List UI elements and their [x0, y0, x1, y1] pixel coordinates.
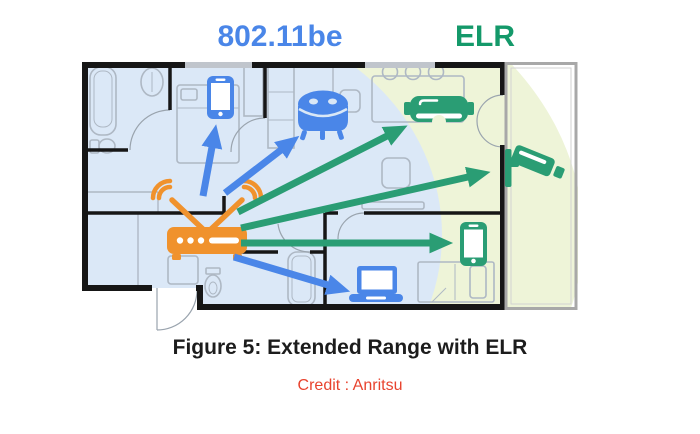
robot-vacuum-icon [298, 90, 348, 141]
arrow-to-security-camera [240, 166, 491, 232]
smartphone-icon-standard [207, 76, 234, 119]
arrows-standard [199, 124, 351, 295]
credit-line: Credit : Anritsu [297, 377, 403, 394]
extended-technology-title: ELR [455, 20, 515, 53]
figure-caption: Figure 5: Extended Range with ELR [172, 336, 528, 359]
wifi-router-icon [150, 178, 264, 260]
laptop-icon [349, 266, 403, 302]
arrow-to-robot-vacuum [222, 135, 300, 196]
arrows-extended [236, 125, 491, 254]
vr-headset-icon [404, 96, 474, 129]
arrow-to-vr-headset [236, 125, 408, 216]
smartphone-icon-extended [460, 222, 487, 266]
security-camera-icon [505, 145, 565, 187]
standard-technology-title: 802.11be [217, 20, 343, 53]
arrow-to-smartphone-standard [199, 124, 223, 197]
arrow-to-laptop [233, 253, 351, 295]
